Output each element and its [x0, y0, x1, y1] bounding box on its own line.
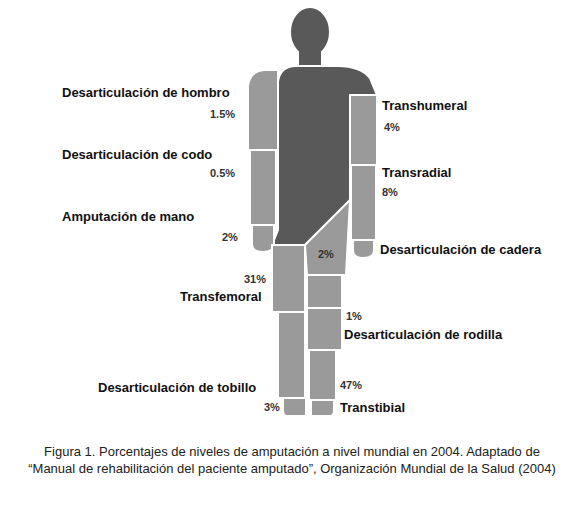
level-label: Amputación de mano — [62, 210, 194, 225]
level-label: Transfemoral — [180, 290, 262, 305]
percentage-label: 3% — [264, 401, 280, 414]
percentage-label: 8% — [382, 186, 398, 199]
level-label: Desarticulación de tobillo — [98, 381, 256, 396]
level-label: Desarticulación de cadera — [380, 243, 541, 258]
percentage-label: 0.5% — [210, 167, 235, 180]
figure-caption: Figura 1. Porcentajes de niveles de ampu… — [20, 444, 564, 478]
level-label: Desarticulación de hombro — [62, 86, 230, 101]
percentage-label: 2% — [222, 231, 238, 244]
percentage-label: 1.5% — [210, 108, 235, 121]
percentage-label: 1% — [346, 310, 362, 323]
level-label: Transtibial — [340, 401, 405, 416]
level-label: Transhumeral — [382, 99, 467, 114]
percentage-label: 2% — [318, 248, 334, 261]
percentage-label: 47% — [340, 379, 362, 392]
level-label: Desarticulación de codo — [62, 148, 212, 163]
level-label: Transradial — [382, 166, 451, 181]
level-label: Desarticulación de rodilla — [344, 328, 502, 343]
percentage-label: 31% — [244, 273, 266, 286]
percentage-label: 4% — [384, 121, 400, 134]
